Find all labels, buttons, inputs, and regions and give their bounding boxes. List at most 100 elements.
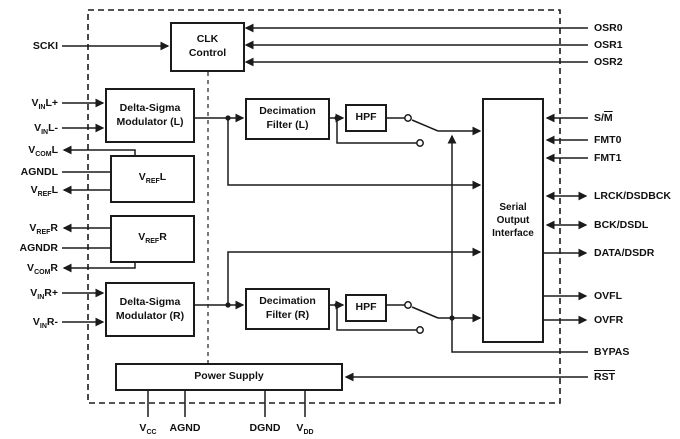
label-text: OVFL [594, 290, 622, 302]
label-post: L [159, 171, 167, 184]
label-text: V [138, 231, 146, 244]
label-text: OSR2 [594, 56, 623, 68]
block-hpf-l: HPF [345, 104, 387, 132]
pin-label-dgnd: DGND [230, 420, 300, 436]
label-text: V [138, 171, 146, 184]
pin-label-scki: SCKI [0, 38, 58, 54]
label-text: S/ [594, 112, 604, 124]
label-text: DGND [249, 422, 281, 434]
switch-contact-hpf-left [404, 114, 412, 122]
pin-label-vinl-plus: VINL+ [0, 95, 58, 111]
label-sub: IN [41, 129, 49, 137]
label-sub: REF [37, 191, 52, 199]
label-text: OSR0 [594, 22, 623, 34]
label-text: OSR1 [594, 39, 623, 51]
pin-label-vinl-minus: VINL- [0, 120, 58, 136]
label-sub: REF [145, 178, 160, 186]
label-text: V [27, 262, 35, 274]
block-label: Power Supply [194, 370, 264, 383]
pin-label-vcoml: VCOML [0, 142, 58, 158]
pin-label-fmt0: FMT0 [594, 132, 680, 148]
pin-label-vcc: VCC [113, 420, 183, 436]
pin-label-fmt1: FMT1 [594, 150, 680, 166]
block-vref-r: VREFR [110, 215, 195, 263]
label-sub: DD [303, 429, 314, 437]
block-vref-l: VREFL [110, 155, 195, 203]
pin-label-agndl: AGNDL [0, 164, 58, 180]
pin-label-bck-dsdl: BCK/DSDL [594, 217, 680, 233]
block-decimation-filter-l: Decimation Filter (L) [245, 98, 330, 140]
label-post: L [51, 184, 58, 196]
label-text: SCKI [32, 40, 58, 52]
label-overline: M [603, 112, 613, 124]
label-text: V [30, 184, 38, 196]
chip-boundary [87, 9, 561, 404]
label-text: AGNDL [20, 166, 58, 178]
pin-label-rst: RST [594, 369, 680, 385]
label-sub: CC [146, 429, 157, 437]
label-post: L [51, 144, 58, 156]
pin-label-ovfr: OVFR [594, 312, 680, 328]
label-text: AGND [169, 422, 201, 434]
block-label: VREFL [139, 171, 166, 186]
label-text: V [34, 122, 42, 134]
block-label: Serial Output Interface [492, 202, 534, 239]
label-post: L- [48, 122, 58, 134]
block-decimation-filter-r: Decimation Filter (R) [245, 288, 330, 330]
junction-dot [334, 115, 340, 121]
label-text: FMT1 [594, 152, 622, 164]
pin-label-s-m: S/M [594, 110, 680, 126]
label-sub: IN [39, 323, 47, 331]
label-post: R+ [44, 287, 58, 299]
wire-vcoml [62, 145, 136, 155]
block-clk-control: CLK Control [170, 22, 245, 72]
switch-blade-right [411, 306, 439, 319]
wire-bypas [447, 134, 588, 353]
wire-vcomr [62, 263, 136, 273]
wire-hpf-bypass-right [336, 305, 417, 331]
junction-dot [449, 315, 455, 321]
pin-label-vcomr: VCOMR [0, 260, 58, 276]
block-delta-sigma-modulator-r: Delta-Sigma Modulator (R) [105, 282, 195, 337]
pin-label-osr2: OSR2 [594, 54, 680, 70]
block-label: HPF [355, 111, 377, 124]
label-text: BYPAS [594, 346, 630, 358]
label-text: OVFR [594, 314, 624, 326]
switch-contact-bypass-left [416, 139, 424, 147]
pin-label-lrck-dsdbck: LRCK/DSDBCK [594, 188, 680, 204]
pin-label-data-dsdr: DATA/DSDR [594, 245, 680, 261]
label-text: V [28, 144, 36, 156]
pin-label-ovfl: OVFL [594, 288, 680, 304]
pin-label-agnd: AGND [150, 420, 220, 436]
label-text: LRCK/DSDBCK [594, 190, 671, 202]
label-sub: COM [35, 151, 52, 159]
wire-hpf-bypass-left [336, 118, 417, 144]
pin-label-osr1: OSR1 [594, 37, 680, 53]
junction-dots [225, 115, 455, 321]
switch-contact-hpf-right [404, 301, 412, 309]
switch-contact-bypass-right [416, 326, 424, 334]
label-text: BCK/DSDL [594, 219, 649, 231]
label-text: AGNDR [19, 242, 59, 254]
wire-dsd-right [227, 247, 482, 305]
pin-label-vrefr: VREFR [0, 220, 58, 236]
label-sub: IN [38, 104, 46, 112]
block-label: Decimation Filter (L) [259, 105, 316, 131]
label-sub: REF [36, 229, 51, 237]
label-sub: IN [37, 294, 45, 302]
block-delta-sigma-modulator-l: Delta-Sigma Modulator (L) [105, 88, 195, 143]
pin-label-bypas: BYPAS [594, 344, 680, 360]
label-text: V [296, 422, 304, 434]
block-label: VREFR [138, 231, 167, 246]
block-label: CLK Control [188, 33, 227, 59]
junction-dot [225, 302, 231, 308]
label-post: R [159, 231, 167, 244]
pin-label-vdd: VDD [270, 420, 340, 436]
block-power-supply: Power Supply [115, 363, 343, 391]
block-label: Delta-Sigma Modulator (R) [115, 295, 185, 322]
label-text: V [32, 316, 40, 328]
block-label: HPF [355, 301, 377, 314]
pin-label-vrefl: VREFL [0, 182, 58, 198]
